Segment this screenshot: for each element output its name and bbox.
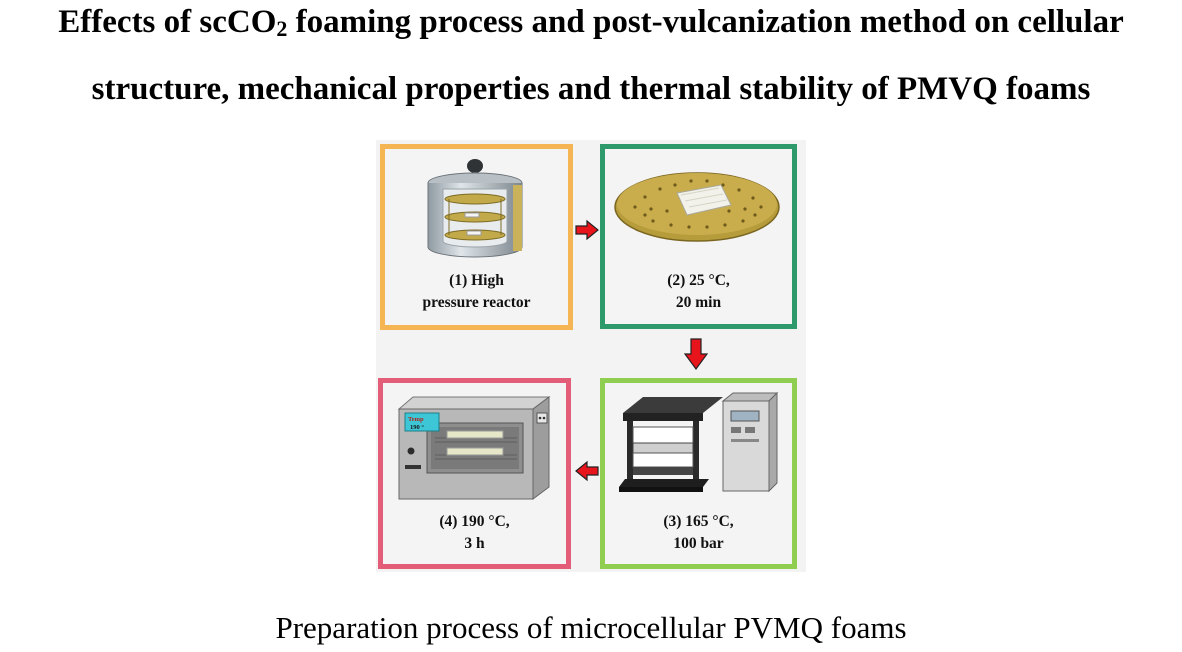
arrow-down-icon xyxy=(684,338,708,370)
step-2-foaming-plate: (2) 25 °C, 20 min xyxy=(600,144,797,329)
step-4-line-2: 3 h xyxy=(464,535,485,552)
title-subscript: 2 xyxy=(276,16,288,41)
reactor-icon xyxy=(427,159,523,258)
step-3-line-1: (3) 165 °C, xyxy=(663,513,734,530)
arrow-right-icon xyxy=(575,219,599,241)
arrow-left-icon xyxy=(575,460,599,482)
step-4-line-1: (4) 190 °C, xyxy=(439,513,510,530)
step-1-high-pressure-reactor: (1) High pressure reactor xyxy=(380,144,573,330)
oven-icon: Temp 190 ° xyxy=(397,396,551,500)
perforated-plate-icon xyxy=(614,172,780,242)
step-3-label: (3) 165 °C, 100 bar xyxy=(605,511,792,555)
title-line-2: structure, mechanical properties and the… xyxy=(91,71,1091,107)
title-suffix: foaming process and post-vulcanization m… xyxy=(287,4,1124,40)
step-2-line-2: 20 min xyxy=(675,294,722,311)
hot-press-icon xyxy=(619,391,779,493)
step-1-label: (1) High pressure reactor xyxy=(385,270,568,314)
title-prefix: Effects of scCO xyxy=(58,4,277,40)
step-1-line-2: pressure reactor xyxy=(422,294,531,311)
step-2-line-1: (2) 25 °C, xyxy=(667,272,730,289)
figure-caption: Preparation process of microcellular PVM… xyxy=(275,610,907,645)
title-line-1: Effects of scCO2 foaming process and pos… xyxy=(0,2,1182,45)
step-3-line-2: 100 bar xyxy=(673,535,724,552)
step-4-oven: Temp 190 ° (4) 190 °C, 3 h xyxy=(378,378,571,569)
step-1-line-1: (1) High xyxy=(449,272,504,289)
oven-display-line-2: 190 ° xyxy=(410,424,424,431)
step-3-hot-press: (3) 165 °C, 100 bar xyxy=(600,378,797,569)
step-4-label: (4) 190 °C, 3 h xyxy=(383,511,566,555)
step-2-label: (2) 25 °C, 20 min xyxy=(605,270,792,314)
oven-display-line-1: Temp xyxy=(408,416,424,423)
